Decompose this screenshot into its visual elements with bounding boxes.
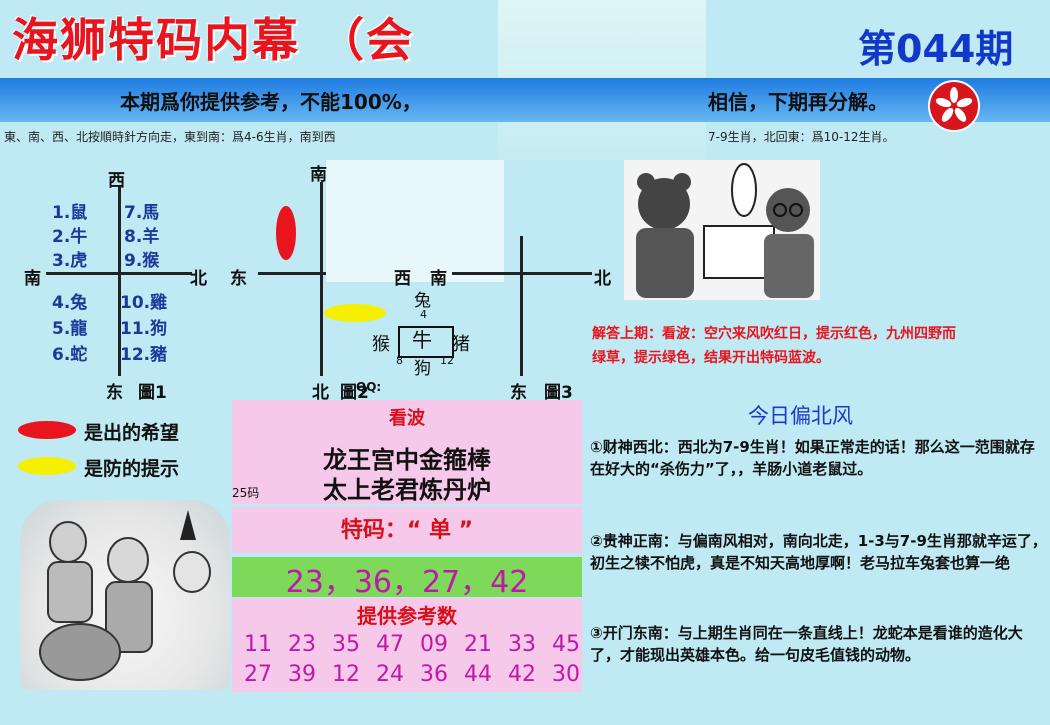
today-paragraph-3: ③开门东南：与上期生肖同在一条直线上！龙蛇本是看谁的造化大了，才能现出英雄本色。… xyxy=(590,624,1023,664)
today-title: 今日偏北风 xyxy=(748,404,853,428)
yellow-hint-mark xyxy=(324,304,386,322)
ref-number: 23 xyxy=(288,632,316,657)
rule-line-right: 7-9生肖，北回東：爲10-12生肖。 xyxy=(708,130,895,144)
fig2-above: 兔 xyxy=(414,291,431,311)
fig2-left-label: 东 xyxy=(230,269,247,289)
fig1-item: 3.虎 xyxy=(52,251,88,271)
fig1-item: 2.牛 xyxy=(52,227,88,247)
fig1-item: 1.鼠 xyxy=(52,203,88,223)
ref-number: 09 xyxy=(420,632,448,657)
banner xyxy=(0,78,1050,122)
kanbo-line-1: 龙王宫中金箍棒 xyxy=(323,446,491,474)
fig1-top-label: 西 xyxy=(108,171,125,191)
fig3-right-label: 北 xyxy=(594,269,611,289)
fig2-below: 狗 xyxy=(414,359,431,379)
fig1-item: 5.龍 xyxy=(52,319,88,339)
fig1-item: 7.馬 xyxy=(124,203,160,223)
fig1-left-label: 南 xyxy=(24,269,41,289)
fig1-item: 4.兔 xyxy=(52,293,88,313)
tema-box xyxy=(232,507,582,553)
ref-number: 30 xyxy=(552,662,580,687)
qq-label: QQ: xyxy=(356,380,382,394)
fig2-top-label: 南 xyxy=(310,165,327,185)
answer-line: 解答上期：看波：空穴来风吹红日，提示红色，九州四野而 xyxy=(592,326,956,342)
issue-number: 第044期 xyxy=(858,27,1014,71)
fig2-right-label: 西 xyxy=(394,269,411,289)
fig2-left-side: 猴 xyxy=(372,334,390,355)
hk-flag-icon xyxy=(928,80,980,132)
rule-line-left: 東、南、西、北按順時針方向走，東到南：爲4-6生肖，南到西 xyxy=(4,130,336,144)
page-title: 海狮特码内幕 （会 xyxy=(12,13,415,67)
today-paragraph-2: ②贵神正南：与偏南风相对，南向北走，1-3与7-9生肖那就辛运了，初生之犊不怕虎… xyxy=(590,532,1047,572)
ref-number: 11 xyxy=(244,632,272,657)
fig1-item: 8.羊 xyxy=(124,227,160,247)
reference-row-2: 27 39 12 24 36 44 42 30 xyxy=(244,662,580,687)
fig3-caption: 圖3 xyxy=(544,383,573,403)
answer-last-issue: 解答上期：看波：空穴来风吹红日，提示红色，九州四野而 绿草，提示绿色，结果开出特… xyxy=(592,322,1042,370)
fig2-right-side: 猪 xyxy=(452,334,470,355)
cartoon-monks-image xyxy=(20,500,230,690)
kanbo-title: 看波 xyxy=(389,408,425,429)
reference-row-1: 11 23 35 47 09 21 33 45 xyxy=(244,632,580,657)
reference-box xyxy=(232,598,582,692)
kanbo-box xyxy=(232,400,582,504)
legend-yellow-text: 是防的提示 xyxy=(84,458,180,480)
tema-label: 特码：“ 单 ” xyxy=(340,518,474,543)
banner-text-right: 相信，下期再分解。 xyxy=(708,90,888,114)
fig1-item: 6.蛇 xyxy=(52,345,88,365)
fig1-item: 12.豬 xyxy=(120,345,168,365)
ref-number: 39 xyxy=(288,662,316,687)
fig3-vertical-axis xyxy=(520,236,523,376)
fig2-n4: 4 xyxy=(420,308,427,321)
fig1-vertical-axis xyxy=(118,186,121,376)
ref-number: 12 xyxy=(332,662,360,687)
kanbo-side-label: 25码 xyxy=(232,486,260,500)
fig1-caption: 圖1 xyxy=(138,383,167,403)
ref-number: 36 xyxy=(420,662,448,687)
ref-number: 21 xyxy=(464,632,492,657)
fig1-item: 10.雞 xyxy=(120,293,168,313)
red-hint-mark xyxy=(276,206,296,260)
fig1-right-label: 北 xyxy=(190,269,207,289)
fig3-top-label: 南 xyxy=(430,269,447,289)
fig2-caption: 圖2 xyxy=(340,383,369,403)
ref-number: 47 xyxy=(376,632,404,657)
cartoon-bears-image xyxy=(624,160,820,300)
fig2-bottom-label: 北 xyxy=(312,383,329,403)
fig2-n8: 8 xyxy=(396,354,403,367)
main-numbers: 23，36，27，42 xyxy=(285,565,529,600)
fig1-item: 11.狗 xyxy=(120,319,168,339)
fig2-photo-overlay xyxy=(326,160,504,282)
today-paragraph-1: ①财神西北：西北为7-9生肖！如果正常走的话！那么这一范围就存在好大的“杀伤力”… xyxy=(590,438,1035,478)
ref-number: 35 xyxy=(332,632,360,657)
answer-line: 绿草，提示绿色，结果开出特码蓝波。 xyxy=(592,350,830,366)
fig2-center-box xyxy=(398,326,454,358)
ref-number: 33 xyxy=(508,632,536,657)
ref-number: 24 xyxy=(376,662,404,687)
fig2-center: 牛 xyxy=(412,328,432,352)
legend-red-text: 是出的希望 xyxy=(84,422,180,444)
fig3-bottom-label: 东 xyxy=(510,383,527,403)
main-numbers-box xyxy=(232,557,582,597)
banner-text-left: 本期爲你提供参考，不能100%， xyxy=(120,90,422,114)
fig1-horizontal-axis xyxy=(46,272,192,275)
reference-title: 提供参考数 xyxy=(357,604,457,628)
ref-number: 42 xyxy=(508,662,536,687)
legend-yellow-swatch xyxy=(18,457,76,475)
ref-number: 45 xyxy=(552,632,580,657)
fig2-n12: 12 xyxy=(440,354,454,367)
legend-red-swatch xyxy=(18,421,76,439)
fig1-item: 9.猴 xyxy=(124,251,160,271)
ref-number: 44 xyxy=(464,662,492,687)
kanbo-line-2: 太上老君炼丹炉 xyxy=(323,476,491,504)
fig2-vertical-axis xyxy=(320,182,323,376)
ref-number: 27 xyxy=(244,662,272,687)
fig3-horizontal-axis xyxy=(452,272,592,275)
fig1-bottom-label: 东 xyxy=(106,383,123,403)
